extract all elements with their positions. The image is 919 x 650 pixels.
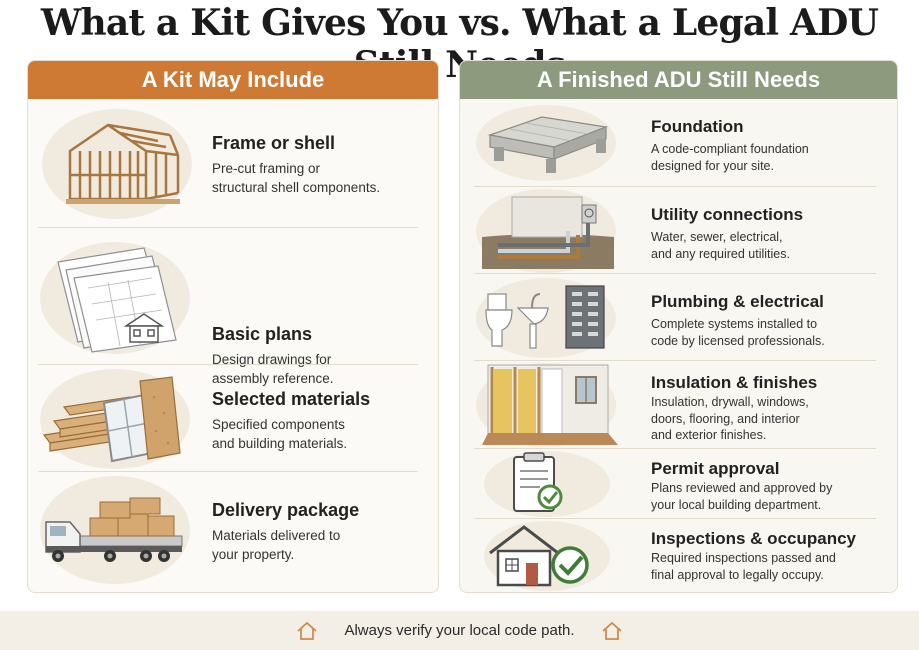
adu-item-title: Foundation bbox=[651, 117, 744, 136]
finished-adu-panel: A Finished ADU Still Needs Foundation A … bbox=[459, 60, 898, 593]
kit-item-desc: Pre-cut framing or structural shell comp… bbox=[212, 161, 381, 195]
kit-item-title: Basic plans bbox=[212, 324, 313, 344]
divider bbox=[474, 273, 876, 274]
adu-item-utility: Utility connections Water, sewer, electr… bbox=[460, 187, 897, 273]
kit-item-title: Selected materials bbox=[212, 389, 371, 409]
finished-adu-header: A Finished ADU Still Needs bbox=[460, 61, 897, 99]
toilet-sink-panel-icon bbox=[485, 285, 605, 349]
lumber-window-materials-icon bbox=[42, 376, 181, 463]
divider bbox=[474, 518, 876, 519]
kit-item-title: Delivery package bbox=[212, 500, 360, 520]
adu-item-desc: Required inspections passed and final ap… bbox=[651, 551, 836, 582]
kit-item-materials: Selected materials Specified components … bbox=[28, 365, 438, 471]
footer-banner: Always verify your local code path. bbox=[0, 611, 919, 650]
adu-item-title: Insulation & finishes bbox=[651, 373, 818, 392]
house-frame-icon bbox=[66, 123, 180, 204]
adu-item-desc: Insulation, drywall, windows, doors, flo… bbox=[651, 395, 809, 442]
adu-item-plumbing: Plumbing & electrical Complete systems i… bbox=[460, 274, 897, 360]
adu-item-foundation: Foundation A code-compliant foundation d… bbox=[460, 99, 897, 185]
divider bbox=[38, 364, 418, 365]
blueprint-plans-icon bbox=[57, 247, 177, 353]
divider bbox=[474, 448, 876, 449]
utility-pipes-icon bbox=[482, 196, 614, 269]
insulated-wall-icon bbox=[482, 364, 618, 445]
adu-item-title: Plumbing & electrical bbox=[651, 292, 824, 311]
delivery-truck-icon bbox=[45, 497, 183, 562]
kit-item-desc: Specified components and building materi… bbox=[212, 417, 348, 451]
kit-includes-panel: A Kit May Include Frame or shell Pre-cut… bbox=[27, 60, 439, 593]
adu-item-inspections: Inspections & occupancy Required inspect… bbox=[460, 519, 897, 592]
adu-item-permit: Permit approval Plans reviewed and appro… bbox=[460, 449, 897, 519]
adu-item-title: Utility connections bbox=[651, 205, 804, 224]
house-outline-icon bbox=[601, 621, 622, 640]
adu-item-desc: Complete systems installed to code by li… bbox=[651, 317, 825, 348]
adu-item-insulation: Insulation & finishes Insulation, drywal… bbox=[460, 361, 897, 449]
divider bbox=[38, 471, 418, 472]
kit-item-desc: Design drawings for assembly reference. bbox=[212, 352, 334, 386]
adu-item-desc: A code-compliant foundation designed for… bbox=[651, 142, 809, 173]
kit-item-plans: Basic plans Design drawings for assembly… bbox=[28, 228, 438, 386]
adu-item-title: Inspections & occupancy bbox=[651, 529, 856, 548]
adu-item-desc: Plans reviewed and approved by your loca… bbox=[651, 481, 833, 512]
footer-text: Always verify your local code path. bbox=[344, 622, 575, 639]
clipboard-check-icon bbox=[513, 452, 563, 512]
house-check-icon bbox=[489, 525, 589, 587]
divider bbox=[474, 360, 876, 361]
kit-item-desc: Materials delivered to your property. bbox=[212, 528, 341, 562]
kit-includes-header: A Kit May Include bbox=[28, 61, 438, 99]
adu-item-desc: Water, sewer, electrical, and any requir… bbox=[651, 230, 790, 261]
kit-item-delivery: Delivery package Materials delivered to … bbox=[28, 472, 438, 592]
foundation-slab-icon bbox=[487, 116, 609, 173]
kit-item-title: Frame or shell bbox=[212, 133, 336, 153]
divider bbox=[38, 227, 418, 228]
house-outline-icon bbox=[297, 621, 318, 640]
divider bbox=[474, 186, 876, 187]
adu-item-title: Permit approval bbox=[651, 459, 780, 478]
kit-item-frame: Frame or shell Pre-cut framing or struct… bbox=[28, 99, 438, 227]
